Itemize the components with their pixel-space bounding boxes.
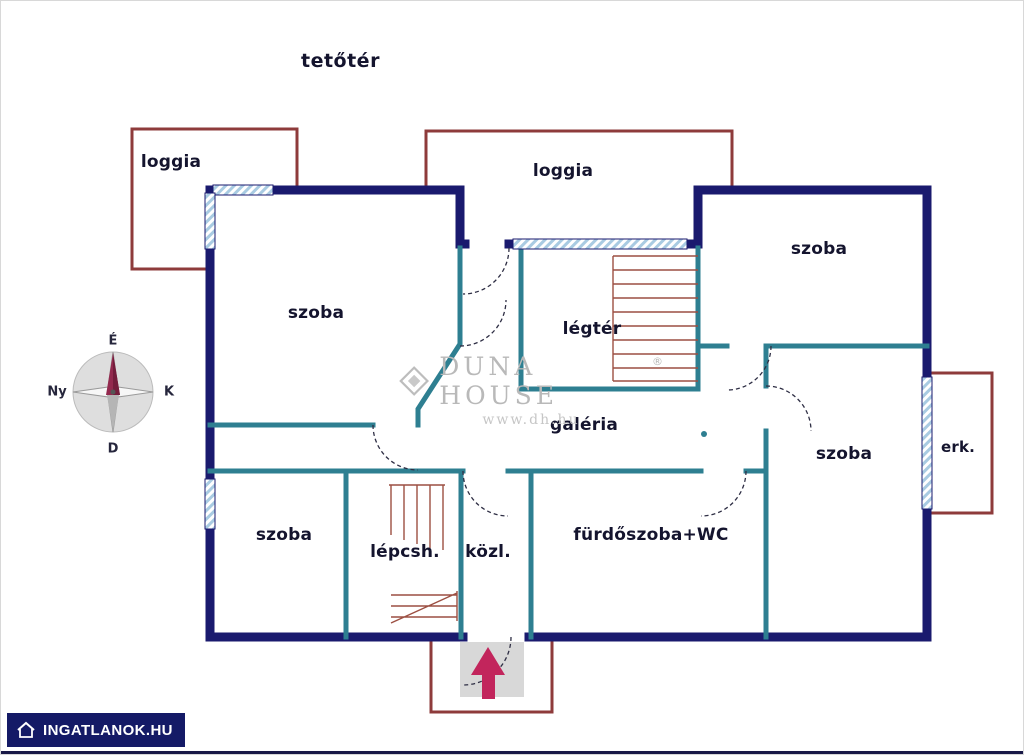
entrance-porch-outline bbox=[429, 637, 554, 714]
window-left-lower bbox=[204, 478, 216, 530]
room-label-legter: légtér bbox=[562, 319, 622, 339]
loggia-middle-outline bbox=[424, 129, 734, 186]
stairs-upper-run bbox=[389, 484, 445, 550]
room-label-lepcsohaz: lépcsh. bbox=[370, 542, 440, 562]
stairs-legter bbox=[612, 255, 698, 382]
room-label-szoba-right: szoba bbox=[815, 444, 873, 464]
loggia-left-outline bbox=[130, 127, 299, 271]
compass-label-west: Ny bbox=[47, 384, 67, 400]
stairs-legter-treads bbox=[612, 255, 698, 382]
stairs-lepcsohaz bbox=[389, 484, 458, 624]
entrance-arrow-shaft bbox=[482, 673, 495, 699]
compass-rose bbox=[72, 351, 154, 433]
window-top-left-v bbox=[204, 192, 216, 250]
footer-logo: INGATLANOK.HU bbox=[7, 713, 185, 747]
compass-label-north: É bbox=[108, 333, 118, 349]
room-label-szoba-top-left: szoba bbox=[287, 303, 345, 323]
room-label-loggia-middle: loggia bbox=[532, 161, 594, 181]
room-label-szoba-top-right: szoba bbox=[790, 239, 848, 259]
erkely-outline bbox=[927, 371, 994, 515]
entrance-arrow bbox=[471, 647, 505, 699]
room-label-galeria: galéria bbox=[549, 415, 619, 435]
door-szoba-right bbox=[765, 385, 812, 432]
window-erkely bbox=[921, 376, 933, 510]
window-top-left-h bbox=[212, 184, 274, 196]
door-szoba-tr bbox=[726, 345, 772, 391]
compass-center bbox=[110, 389, 116, 395]
compass-label-east: K bbox=[163, 384, 175, 400]
door-passage bbox=[459, 299, 507, 347]
room-label-erkely: erk. bbox=[940, 438, 976, 456]
footer-logo-text: INGATLANOK.HU bbox=[43, 721, 173, 739]
room-label-szoba-bottom-left: szoba bbox=[255, 525, 313, 545]
stairs-lower-run bbox=[390, 591, 458, 624]
room-label-loggia-left: loggia bbox=[140, 152, 202, 172]
inner-walls bbox=[207, 245, 930, 640]
page-title: tetőtér bbox=[301, 49, 380, 72]
column-dot bbox=[701, 431, 707, 437]
door-arcs bbox=[372, 247, 812, 686]
bottom-border bbox=[1, 751, 1023, 754]
compass-needle-north-shade bbox=[113, 353, 120, 395]
door-loggia bbox=[462, 247, 510, 295]
door-furdo bbox=[700, 470, 747, 517]
entrance-arrow-head bbox=[471, 647, 505, 675]
compass-label-south: D bbox=[107, 441, 119, 457]
room-label-kozlekedo: közl. bbox=[465, 542, 511, 562]
compass-needle-south bbox=[107, 395, 119, 431]
window-loggia-middle bbox=[512, 238, 688, 250]
wall-szoba-tl bbox=[207, 245, 463, 428]
door-kozl bbox=[462, 470, 509, 517]
balcony-outlines bbox=[130, 127, 994, 714]
house-icon bbox=[17, 721, 35, 738]
windows bbox=[204, 184, 933, 530]
door-szoba-tl bbox=[372, 424, 419, 471]
wall-legter bbox=[518, 245, 701, 392]
room-label-furdoszoba: fürdőszoba+WC bbox=[573, 525, 729, 545]
